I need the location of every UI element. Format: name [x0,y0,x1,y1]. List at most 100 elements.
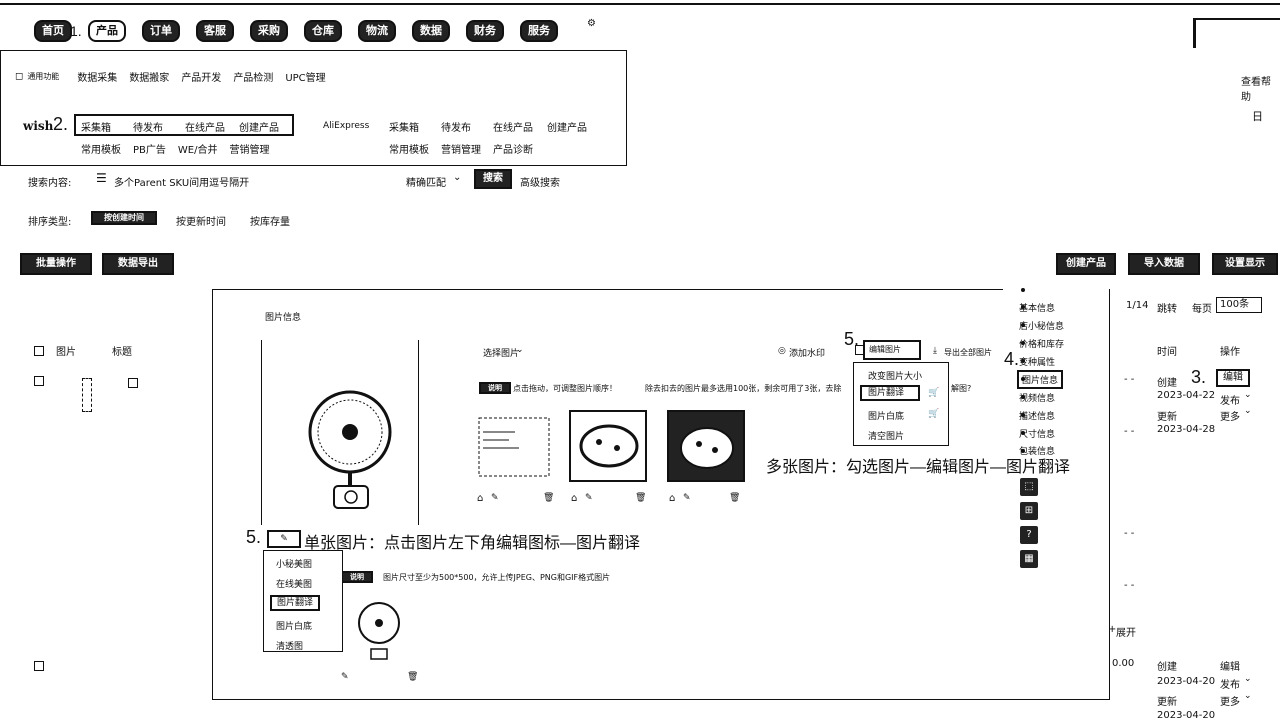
single-menu-white-bg[interactable]: 图片白底 [276,622,313,632]
chevron-down-icon[interactable]: ⌄ [453,172,462,183]
pager-jump[interactable]: 跳转 [1157,304,1177,315]
calendar-icon[interactable]: 日 [1252,110,1263,123]
nav-services[interactable]: 服务 [520,20,558,42]
row1-edit-button[interactable]: 编辑 [1216,369,1250,387]
nav-home[interactable]: 首页 [34,20,72,42]
row2-edit[interactable]: 编辑 [1220,662,1240,673]
single-menu-translate[interactable]: 图片翻译 [270,595,320,611]
row2-more[interactable]: 更多 [1220,697,1240,708]
export-all-button[interactable]: 导出全部图片 [944,348,992,357]
chevron-down-icon[interactable]: ⌄ [1244,691,1252,701]
wish-templates[interactable]: 常用模板 [81,145,121,156]
gear-icon[interactable]: ⚙ [587,18,596,29]
wish-online[interactable]: 在线产品 [185,123,225,134]
menu-clear[interactable]: 清空图片 [868,432,905,442]
side-video-info[interactable]: 视频信息 [1019,394,1056,404]
wish-merge[interactable]: WE/合并 [177,145,218,156]
advanced-search-link[interactable]: 高级搜索 [520,178,560,189]
row-checkbox-2[interactable] [128,378,138,388]
import-data-button[interactable]: 导入数据 [1128,253,1200,275]
home-icon[interactable]: ⌂ [669,493,676,504]
display-settings-button[interactable]: 设置显示 [1212,253,1278,275]
wish-collect-box[interactable]: 采集箱 [81,123,111,134]
download-icon[interactable]: ⤓ [933,346,937,356]
edit-icon[interactable]: ✎ [341,672,349,682]
thumb-1[interactable] [475,410,553,482]
create-product-button[interactable]: 创建产品 [1056,253,1116,275]
wish-pb-ads[interactable]: PB广告 [133,145,166,156]
nav-products[interactable]: 产品 [88,20,126,42]
thumb-2[interactable] [569,410,647,482]
side-package-info[interactable]: 包装信息 [1019,447,1056,457]
link-data-move[interactable]: 数据搬家 [129,73,170,84]
per-page-select[interactable]: 100条 [1216,297,1262,313]
chevron-down-icon[interactable]: ⌄ [1244,390,1252,400]
trash-icon[interactable]: 🗑 [635,493,647,503]
chevron-down-icon[interactable]: ⌄ [1244,406,1252,416]
help-link[interactable]: 查看帮助 [1241,77,1271,103]
add-watermark-dropdown[interactable]: 添加水印 [789,349,826,359]
ali-collect-box[interactable]: 采集箱 [389,123,419,134]
row-checkbox-3[interactable] [34,661,44,671]
export-data-button[interactable]: 数据导出 [102,253,174,275]
side-basic-info[interactable]: 基本信息 [1019,304,1056,314]
batch-action-button[interactable]: 批量操作 [20,253,92,275]
wish-pending[interactable]: 待发布 [133,123,163,134]
side-size-info[interactable]: 尺寸信息 [1019,430,1056,440]
thumb-3[interactable] [667,410,745,482]
sort-created[interactable]: 按创建时间 [91,211,157,225]
ali-online[interactable]: 在线产品 [493,123,533,134]
ali-marketing[interactable]: 营销管理 [441,145,481,156]
edit-icon[interactable]: ✎ [585,493,593,503]
trash-icon[interactable]: 🗑 [407,672,419,682]
nav-service[interactable]: 客服 [196,20,234,42]
row-checkbox[interactable] [34,376,44,386]
nav-logistics[interactable]: 物流 [358,20,396,42]
side-description[interactable]: 描述信息 [1019,412,1056,422]
single-menu-clear[interactable]: 清透图 [276,642,304,652]
nav-purchase[interactable]: 采购 [250,20,288,42]
tool-icon-4[interactable]: ▦ [1020,550,1038,568]
search-input[interactable]: 多个Parent SKU间用逗号隔开 [114,178,250,189]
tool-icon-1[interactable]: ⬚ [1020,478,1038,496]
wish-marketing[interactable]: 营销管理 [229,145,270,156]
side-variants[interactable]: 变种属性 [1019,358,1056,368]
side-image-info[interactable]: 图片信息 [1017,370,1064,389]
select-images-dropdown[interactable]: 选择图片 [483,349,520,359]
tool-icon-2[interactable]: ⊞ [1020,502,1038,520]
sort-stock[interactable]: 按库存量 [250,217,290,228]
product-thumb[interactable] [82,378,92,412]
nav-data[interactable]: 数据 [412,20,450,42]
ali-create[interactable]: 创建产品 [547,123,587,134]
menu-white-bg[interactable]: 图片白底 [868,412,905,422]
expand-link[interactable]: 展开 [1116,628,1136,639]
row1-more[interactable]: 更多 [1220,412,1240,423]
row1-publish[interactable]: 发布 [1220,396,1240,407]
ali-pending[interactable]: 待发布 [441,123,471,134]
link-upc[interactable]: UPC管理 [285,73,326,84]
sort-updated[interactable]: 按更新时间 [176,217,226,228]
single-edit-icon[interactable]: ✎ [267,530,301,548]
ali-diagnosis[interactable]: 产品诊断 [493,145,533,156]
chevron-down-icon[interactable]: ⌄ [516,345,524,355]
chevron-down-icon[interactable]: ⌄ [1244,674,1252,684]
home-icon[interactable]: ⌂ [571,493,578,504]
link-data-collect[interactable]: 数据采集 [77,73,118,84]
select-all-checkbox[interactable] [34,346,44,356]
main-image-preview[interactable] [261,340,419,525]
single-menu-meitu[interactable]: 小秘美图 [276,560,313,570]
menu-translate[interactable]: 图片翻译 [860,385,920,401]
wish-create[interactable]: 创建产品 [239,123,279,134]
trash-icon[interactable]: 🗑 [729,493,741,503]
menu-resize[interactable]: 改变图片大小 [868,372,923,382]
single-menu-online[interactable]: 在线美图 [276,580,313,590]
nav-orders[interactable]: 订单 [142,20,180,42]
nav-warehouse[interactable]: 仓库 [304,20,342,42]
help-icon[interactable]: ? [1020,526,1038,544]
link-product-check[interactable]: 产品检测 [233,73,274,84]
ali-templates[interactable]: 常用模板 [389,145,429,156]
edit-icon[interactable]: ✎ [683,493,691,503]
search-button[interactable]: 搜索 [474,169,512,189]
link-product-dev[interactable]: 产品开发 [181,73,222,84]
match-select[interactable]: 精确匹配 [406,178,446,189]
